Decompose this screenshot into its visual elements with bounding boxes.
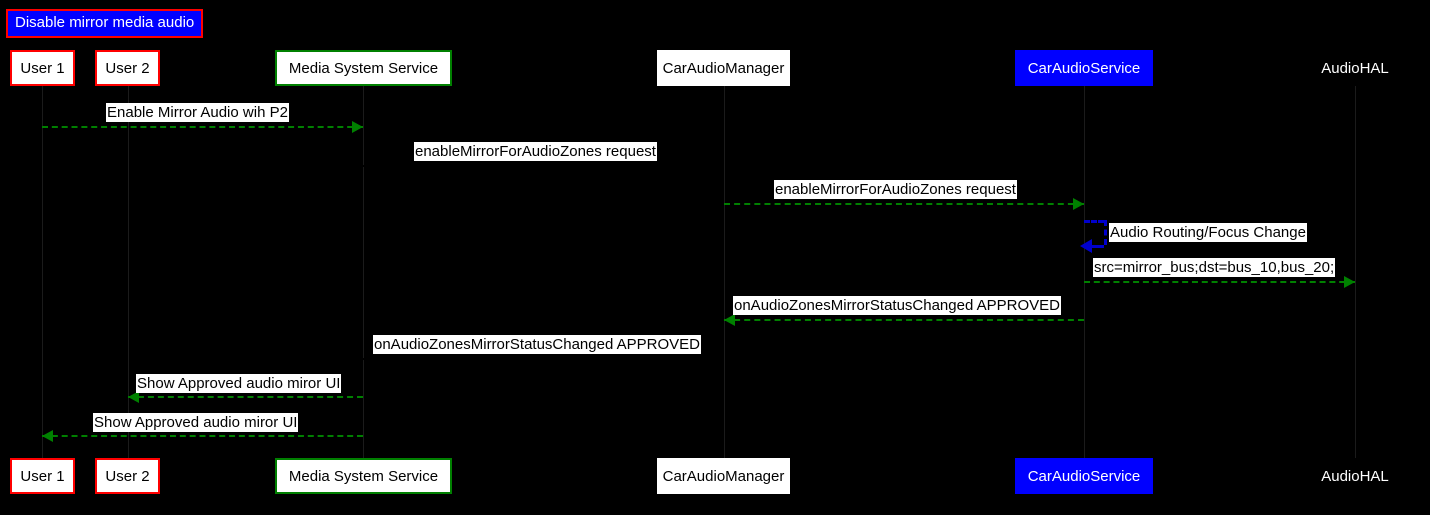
self-message-label-m4: Audio Routing/Focus Change <box>1109 223 1307 242</box>
lifeline-user1 <box>42 86 43 458</box>
message-arrowhead-m8 <box>128 391 139 403</box>
self-message-arrowhead <box>1080 239 1092 253</box>
self-message-top-segment <box>1084 220 1104 223</box>
participant-hal-header: AudioHAL <box>1303 50 1407 86</box>
lifeline-hal <box>1355 86 1356 458</box>
participant-mss-footer: Media System Service <box>275 458 452 494</box>
participant-label: User 1 <box>20 467 65 485</box>
participant-label: AudioHAL <box>1321 467 1389 485</box>
message-line-m9 <box>42 435 363 437</box>
lifeline-mss <box>363 86 364 458</box>
participant-user1-header: User 1 <box>10 50 75 86</box>
message-label-m7: onAudioZonesMirrorStatusChanged APPROVED <box>373 335 702 354</box>
participant-label: User 1 <box>20 59 65 77</box>
participant-label: User 2 <box>105 467 150 485</box>
participant-label: CarAudioService <box>1027 59 1141 77</box>
self-message-side-segment <box>1104 220 1107 245</box>
message-label-m3: enableMirrorForAudioZones request <box>774 180 1017 199</box>
lifeline-user2 <box>128 86 129 458</box>
message-arrowhead-m3 <box>1073 198 1084 210</box>
message-arrowhead-m6 <box>724 314 735 326</box>
diagram-title: Disable mirror media audio <box>6 9 204 38</box>
message-label-m9: Show Approved audio miror UI <box>93 413 299 432</box>
participant-label: CarAudioManager <box>662 467 785 485</box>
self-message-bottom-segment <box>1092 245 1104 248</box>
lifeline-cam <box>724 86 725 458</box>
lifeline-cas <box>1084 86 1085 458</box>
message-label-m5: src=mirror_bus;dst=bus_10,bus_20; <box>1093 258 1336 277</box>
participant-label: Media System Service <box>288 467 439 485</box>
participant-label: User 2 <box>105 59 150 77</box>
participant-mss-header: Media System Service <box>275 50 452 86</box>
participant-label: Media System Service <box>288 59 439 77</box>
message-line-m6 <box>724 319 1084 321</box>
participant-label: CarAudioService <box>1027 467 1141 485</box>
message-line-m7 <box>363 358 724 360</box>
message-label-m2: enableMirrorForAudioZones request <box>414 142 657 161</box>
message-arrowhead-m9 <box>42 430 53 442</box>
message-arrowhead-m1 <box>352 121 363 133</box>
message-line-m5 <box>1084 281 1355 283</box>
message-line-m3 <box>724 203 1084 205</box>
participant-hal-footer: AudioHAL <box>1303 458 1407 494</box>
message-label-m6: onAudioZonesMirrorStatusChanged APPROVED <box>733 296 1062 315</box>
participant-label: AudioHAL <box>1321 59 1389 77</box>
participant-cas-footer: CarAudioService <box>1015 458 1153 494</box>
message-arrowhead-m5 <box>1344 276 1355 288</box>
message-line-m2 <box>363 165 724 167</box>
participant-user1-footer: User 1 <box>10 458 75 494</box>
message-label-m8: Show Approved audio miror UI <box>136 374 342 393</box>
participant-user2-header: User 2 <box>95 50 160 86</box>
message-label-m1: Enable Mirror Audio wih P2 <box>106 103 289 122</box>
message-line-m1 <box>42 126 363 128</box>
participant-cam-footer: CarAudioManager <box>657 458 790 494</box>
participant-user2-footer: User 2 <box>95 458 160 494</box>
message-line-m8 <box>128 396 363 398</box>
participant-cam-header: CarAudioManager <box>657 50 790 86</box>
participant-label: CarAudioManager <box>662 59 785 77</box>
participant-cas-header: CarAudioService <box>1015 50 1153 86</box>
